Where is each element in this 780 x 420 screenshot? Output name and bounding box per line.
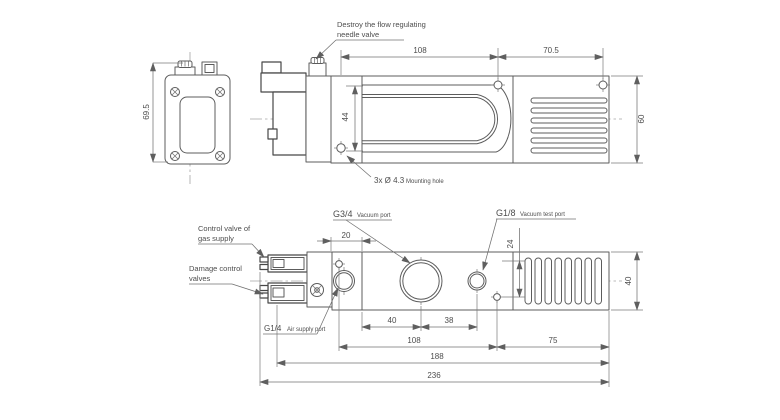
vacuum-port-name: Vacuum port [357, 213, 391, 219]
dim-label-69-5: 69.5 [142, 104, 151, 120]
fin-slot [544, 257, 552, 305]
dim-label-44: 44 [341, 112, 350, 121]
front-body [164, 74, 231, 165]
fin-slot [530, 147, 608, 154]
dim-side-70-5: 70.5 [497, 46, 604, 79]
top-hole-left [333, 258, 345, 270]
needle-valve-knob-side [308, 57, 327, 77]
dim-label-24: 24 [506, 239, 515, 248]
screw-head-top [310, 283, 324, 297]
dim-label-20: 20 [342, 231, 351, 240]
vacuum-port [399, 257, 443, 305]
top-valve-block-upper [259, 254, 308, 273]
needle-valve-annotation: Destroy the flow regulating needle valve [315, 20, 426, 60]
side-end-cap [305, 75, 332, 163]
air-supply-port-size: G1/4 [264, 324, 282, 333]
damage-valves-line2: valves [189, 274, 211, 283]
fin-slot [594, 257, 602, 305]
dim-label-108-top: 108 [407, 336, 421, 345]
fin-slot [530, 137, 608, 144]
control-valve-line2: gas supply [198, 234, 234, 243]
dim-label-188: 188 [430, 352, 444, 361]
front-screw-head [170, 87, 180, 97]
dim-label-70-5: 70.5 [543, 46, 559, 55]
fin-slot [530, 97, 608, 104]
vacuum-test-port-size: G1/8 [496, 208, 516, 218]
mounting-hole-2 [491, 78, 505, 92]
dim-side-60: 60 [611, 75, 646, 164]
needle-valve-knob-front [174, 60, 196, 76]
front-screw-head [215, 87, 225, 97]
front-view: 69.5 [142, 52, 231, 184]
fin-slot [530, 127, 608, 134]
dim-top-20: 20 [317, 231, 376, 251]
side-view: 108 70.5 44 60 Destroy the flow regulati… [250, 20, 646, 185]
dim-label-40: 40 [388, 316, 397, 325]
dim-label-236: 236 [427, 371, 441, 380]
dim-top-depth-40: 40 [611, 251, 643, 311]
dim-label-75: 75 [549, 336, 558, 345]
dim-top-75: 75 [496, 336, 610, 350]
air-supply-port-label: G1/4 Air supply port [263, 287, 339, 335]
dim-top-38: 38 [420, 294, 478, 331]
top-valve-block-lower [259, 282, 308, 304]
front-screw-head [215, 151, 225, 161]
fin-slot [530, 107, 608, 114]
top-view: 20 24 40 38 108 [189, 208, 643, 387]
needle-valve-note-line2: needle valve [337, 30, 379, 39]
side-connector-plug [260, 61, 307, 156]
dim-side-44: 44 [341, 85, 363, 152]
dim-label-depth-40: 40 [624, 276, 633, 285]
fin-slot [524, 257, 532, 305]
dim-label-60: 60 [637, 114, 646, 123]
fin-slot [564, 257, 572, 305]
fin-slot [554, 257, 562, 305]
dim-side-108: 108 [340, 46, 499, 79]
dim-top-188: 188 [276, 305, 610, 367]
control-valve-line1: Control valve of [198, 224, 251, 233]
front-screw-head [170, 151, 180, 161]
mounting-note-label: Mounting hole [406, 179, 444, 185]
fin-slot [530, 117, 608, 124]
control-valve-label: Control valve of gas supply [198, 224, 265, 258]
vacuum-test-port-label: G1/8 Vacuum test port [482, 208, 576, 271]
vacuum-test-port-name: Vacuum test port [520, 212, 565, 218]
dim-front-height: 69.5 [142, 62, 183, 163]
vacuum-port-label: G3/4 Vacuum port [333, 209, 411, 264]
vacuum-port-size: G3/4 [333, 209, 353, 219]
air-supply-port-name: Air supply port [287, 327, 326, 333]
mounting-hole-3 [596, 78, 610, 92]
dim-label-38: 38 [445, 316, 454, 325]
top-fitting-front [201, 61, 218, 76]
dim-label-108-side: 108 [413, 46, 427, 55]
silencer-fins-top [524, 257, 602, 305]
mounting-hole-annotation: 3x Ø 4.3 Mounting hole [346, 155, 444, 185]
silencer-fins-side [530, 97, 608, 154]
fin-slot [584, 257, 592, 305]
vacuum-test-port [467, 269, 487, 293]
fin-slot [574, 257, 582, 305]
side-slot-boss-inner [361, 97, 496, 142]
damage-valves-line1: Damage control [189, 264, 242, 273]
needle-valve-note-line1: Destroy the flow regulating [337, 20, 426, 29]
side-slot-boss-outer [361, 94, 498, 145]
mounting-note-size: 3x Ø 4.3 [374, 176, 405, 185]
mounting-hole-1 [334, 141, 348, 155]
fin-slot [534, 257, 542, 305]
dim-top-24: 24 [502, 228, 525, 298]
damage-valves-label: Damage control valves [189, 264, 264, 295]
top-end-cap [306, 251, 333, 308]
front-inner-face [179, 96, 216, 154]
